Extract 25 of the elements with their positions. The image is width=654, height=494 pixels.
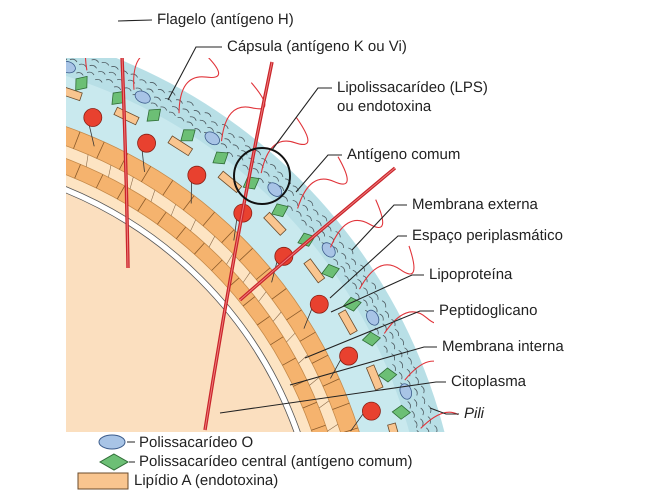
part-label: Espaço periplasmático	[412, 226, 563, 245]
part-label: Peptidoglicano	[439, 301, 538, 320]
legend-text: Polissacarídeo central (antígeno comum)	[139, 453, 412, 471]
leader-line	[168, 46, 222, 100]
part-label: Lipoproteína	[429, 265, 512, 284]
leader-line	[290, 346, 437, 386]
leader-line	[272, 87, 332, 150]
part-label: Membrana interna	[442, 337, 564, 356]
leader-line	[430, 407, 459, 415]
part-label: Lipolissacarídeo (LPS) ou endotoxina	[337, 78, 497, 116]
part-label: Cápsula (antígeno K ou Vi)	[227, 37, 407, 56]
leader-line	[352, 204, 407, 250]
part-label: Pili	[464, 404, 484, 423]
legend-text: Polissacarídeo O	[139, 434, 254, 452]
leader-line	[330, 235, 407, 298]
part-label: Antígeno comum	[347, 145, 460, 164]
legend-text: Lipídio A (endotoxina)	[134, 472, 278, 490]
leader-line	[118, 19, 152, 22]
part-label: Citoplasma	[451, 372, 526, 391]
leader-line	[220, 381, 446, 414]
part-label: Membrana externa	[412, 195, 538, 214]
leader-line	[304, 310, 434, 358]
part-label: Flagelo (antígeno H)	[157, 10, 294, 29]
leader-line	[330, 274, 424, 312]
leader-line	[296, 154, 342, 192]
